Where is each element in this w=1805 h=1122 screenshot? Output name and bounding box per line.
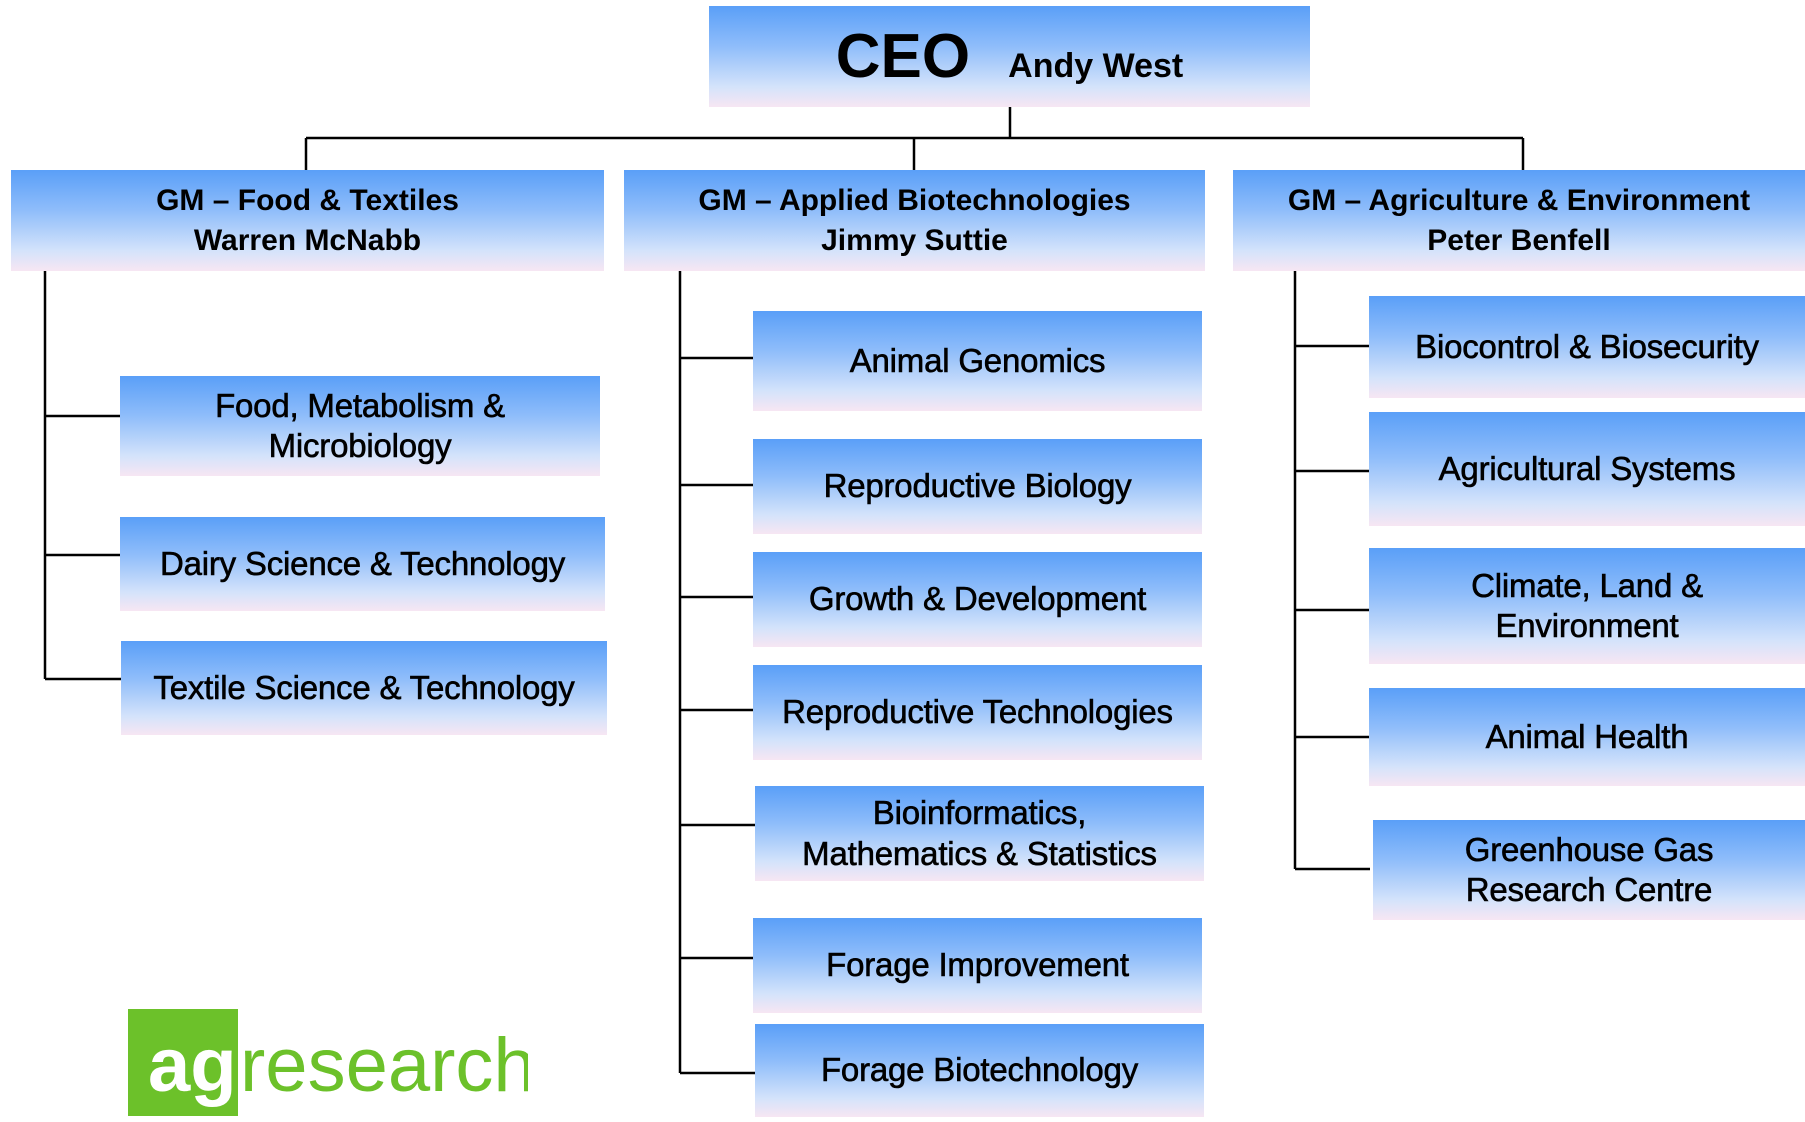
unit-label: Dairy Science & Technology <box>159 544 566 583</box>
gm-title: GM – Food & Textiles <box>156 183 459 217</box>
unit-box: Greenhouse Gas Research Centre <box>1373 820 1805 920</box>
unit-box: Biocontrol & Biosecurity <box>1369 296 1805 398</box>
unit-label: Bioinformatics, Mathematics & Statistics <box>802 794 1157 872</box>
unit-box: Textile Science & Technology <box>121 641 607 735</box>
unit-box: Animal Genomics <box>753 311 1202 411</box>
gm-title: GM – Agriculture & Environment <box>1287 183 1751 217</box>
gm-applied-biotech-box: GM – Applied Biotechnologies Jimmy Sutti… <box>624 170 1205 271</box>
unit-box: Climate, Land & Environment <box>1369 548 1805 664</box>
unit-label: Reproductive Technologies <box>782 693 1173 731</box>
gm-name: Jimmy Suttie <box>821 223 1008 257</box>
unit-box: Dairy Science & Technology <box>120 517 605 611</box>
unit-box: Bioinformatics, Mathematics & Statistics <box>755 786 1204 881</box>
svg-text:ag: ag <box>148 1023 237 1108</box>
unit-box: Animal Health <box>1369 688 1805 786</box>
ceo-row: CEO Andy West <box>836 19 1183 95</box>
unit-label: Reproductive Biology <box>823 467 1132 505</box>
agresearch-logo-graphic: ag research <box>128 1009 536 1116</box>
unit-label: Forage Improvement <box>826 946 1130 984</box>
unit-label: Textile Science & Technology <box>153 668 575 707</box>
unit-label: Greenhouse Gas Research Centre <box>1464 830 1714 908</box>
gm-title: GM – Applied Biotechnologies <box>698 183 1131 217</box>
unit-box: Forage Improvement <box>753 918 1202 1013</box>
gm-food-textiles-box: GM – Food & Textiles Warren McNabb <box>11 170 604 271</box>
unit-label: Animal Genomics <box>849 341 1106 380</box>
agresearch-logo: ag research <box>128 1009 536 1117</box>
unit-box: Reproductive Technologies <box>753 665 1202 760</box>
unit-box: Growth & Development <box>753 552 1202 647</box>
unit-label: Forage Biotechnology <box>820 1051 1139 1089</box>
gm-name: Peter Benfell <box>1427 223 1611 257</box>
unit-label: Climate, Land & Environment <box>1471 566 1704 644</box>
unit-label: Agricultural Systems <box>1438 449 1736 488</box>
gm-name: Warren McNabb <box>193 223 422 257</box>
unit-label: Biocontrol & Biosecurity <box>1415 327 1759 366</box>
unit-label: Animal Health <box>1485 717 1689 756</box>
gm-agriculture-environment-box: GM – Agriculture & Environment Peter Ben… <box>1233 170 1805 271</box>
ceo-name: Andy West <box>1008 46 1184 85</box>
unit-box: Agricultural Systems <box>1369 412 1805 526</box>
unit-box: Reproductive Biology <box>753 439 1202 534</box>
svg-text:research: research <box>240 1023 528 1108</box>
unit-label: Growth & Development <box>808 580 1147 618</box>
unit-box: Forage Biotechnology <box>755 1024 1204 1117</box>
ceo-title: CEO <box>835 21 971 91</box>
unit-box: Food, Metabolism & Microbiology <box>120 376 600 476</box>
unit-label: Food, Metabolism & Microbiology <box>215 386 506 464</box>
ceo-box: CEO Andy West <box>709 6 1310 107</box>
